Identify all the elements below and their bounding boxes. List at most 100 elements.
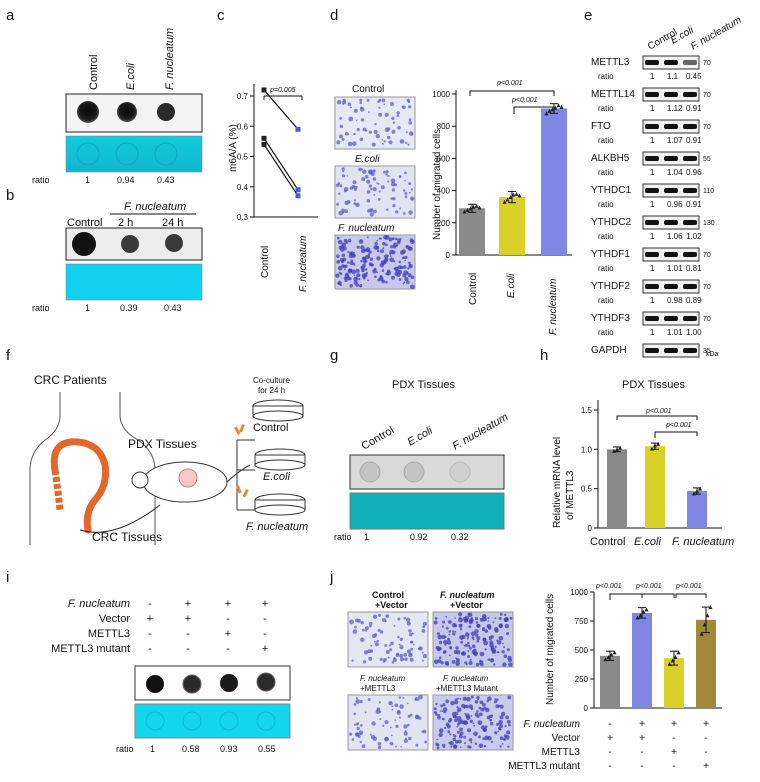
data-point [692, 491, 696, 496]
cell [366, 98, 370, 102]
cell [468, 704, 474, 709]
data-point [618, 445, 622, 450]
cell [377, 249, 380, 253]
data-point [653, 443, 657, 448]
cell [483, 637, 487, 642]
cell [396, 111, 400, 115]
cell [475, 621, 479, 624]
cell [404, 657, 408, 661]
e-mw: 70 [703, 124, 711, 131]
cell [388, 701, 393, 706]
d-x-label: E.coli [506, 273, 517, 298]
j-img-label: +Vector [375, 600, 408, 610]
cell [349, 251, 353, 256]
cell [396, 710, 401, 715]
y-tick-label: 750 [575, 617, 589, 626]
cell [393, 624, 396, 627]
cell [369, 257, 374, 261]
b-col-label: Control [67, 217, 102, 229]
cell [382, 659, 386, 663]
condition-sign: + [225, 598, 231, 610]
cell [347, 261, 350, 264]
cell [395, 237, 398, 241]
e-protein-name: YTHDC2 [591, 217, 631, 228]
cell [389, 255, 392, 257]
cell [492, 621, 495, 624]
cell [373, 640, 376, 643]
g-ratio-label: ratio [334, 532, 352, 542]
cell [385, 243, 388, 247]
cell [422, 625, 426, 629]
cell [470, 631, 476, 636]
cell [407, 723, 410, 727]
bar [664, 658, 684, 708]
cell [341, 253, 346, 258]
cell [372, 169, 376, 173]
cell [351, 738, 355, 741]
condition-sign: - [148, 643, 152, 655]
j-ylabel: Number of migrated cells [545, 594, 556, 705]
cell [394, 703, 399, 708]
cell [464, 643, 468, 648]
f-dish-label: F. nucleatum [246, 521, 308, 533]
e-band [645, 188, 659, 193]
cell [356, 128, 360, 132]
cell [497, 640, 502, 645]
cell [338, 210, 344, 216]
g-col-label: E.coli [406, 424, 436, 448]
e-ratio: 0.96 [686, 168, 702, 177]
cell [468, 738, 473, 742]
cell [462, 720, 468, 725]
cell [488, 635, 493, 640]
cell [369, 212, 374, 217]
cell [341, 174, 346, 178]
cell [385, 173, 388, 176]
cell [380, 185, 385, 190]
cell [363, 650, 369, 655]
data-point [559, 104, 564, 109]
cell [375, 133, 380, 139]
cell [403, 731, 408, 736]
cell [377, 197, 381, 201]
cell [339, 184, 343, 188]
cell [452, 737, 457, 742]
cell [409, 191, 411, 194]
cell [385, 170, 389, 174]
cell [359, 740, 362, 744]
data-point [517, 193, 522, 198]
f-coculture: for 24 h [258, 386, 285, 395]
cell [378, 106, 381, 109]
data-point [612, 650, 617, 655]
cell [367, 698, 371, 702]
condition-sign: + [185, 598, 191, 610]
cell [468, 661, 473, 665]
data-point [609, 652, 614, 657]
cell [469, 618, 474, 623]
cell [418, 694, 423, 700]
cell [347, 141, 353, 147]
data-point [695, 489, 699, 494]
e-protein-name: ALKBH5 [591, 153, 630, 164]
cell [439, 710, 442, 712]
cell [389, 644, 392, 647]
cell [376, 707, 381, 711]
data-point [702, 622, 707, 627]
cell [440, 661, 444, 665]
cell [403, 724, 408, 729]
j-img-label: +Vector [450, 600, 483, 610]
e-band [683, 316, 697, 321]
cell [398, 278, 402, 281]
cell [499, 612, 503, 616]
cell [455, 646, 459, 650]
cell [379, 630, 384, 634]
cell [401, 256, 405, 260]
cell [478, 706, 482, 710]
condition-sign: - [148, 628, 152, 640]
cell [358, 167, 362, 172]
cell [489, 718, 493, 722]
cell [399, 637, 403, 641]
cell [469, 646, 472, 650]
data-point [547, 108, 552, 113]
data-point [612, 448, 616, 453]
f-mouse-head [131, 471, 149, 489]
